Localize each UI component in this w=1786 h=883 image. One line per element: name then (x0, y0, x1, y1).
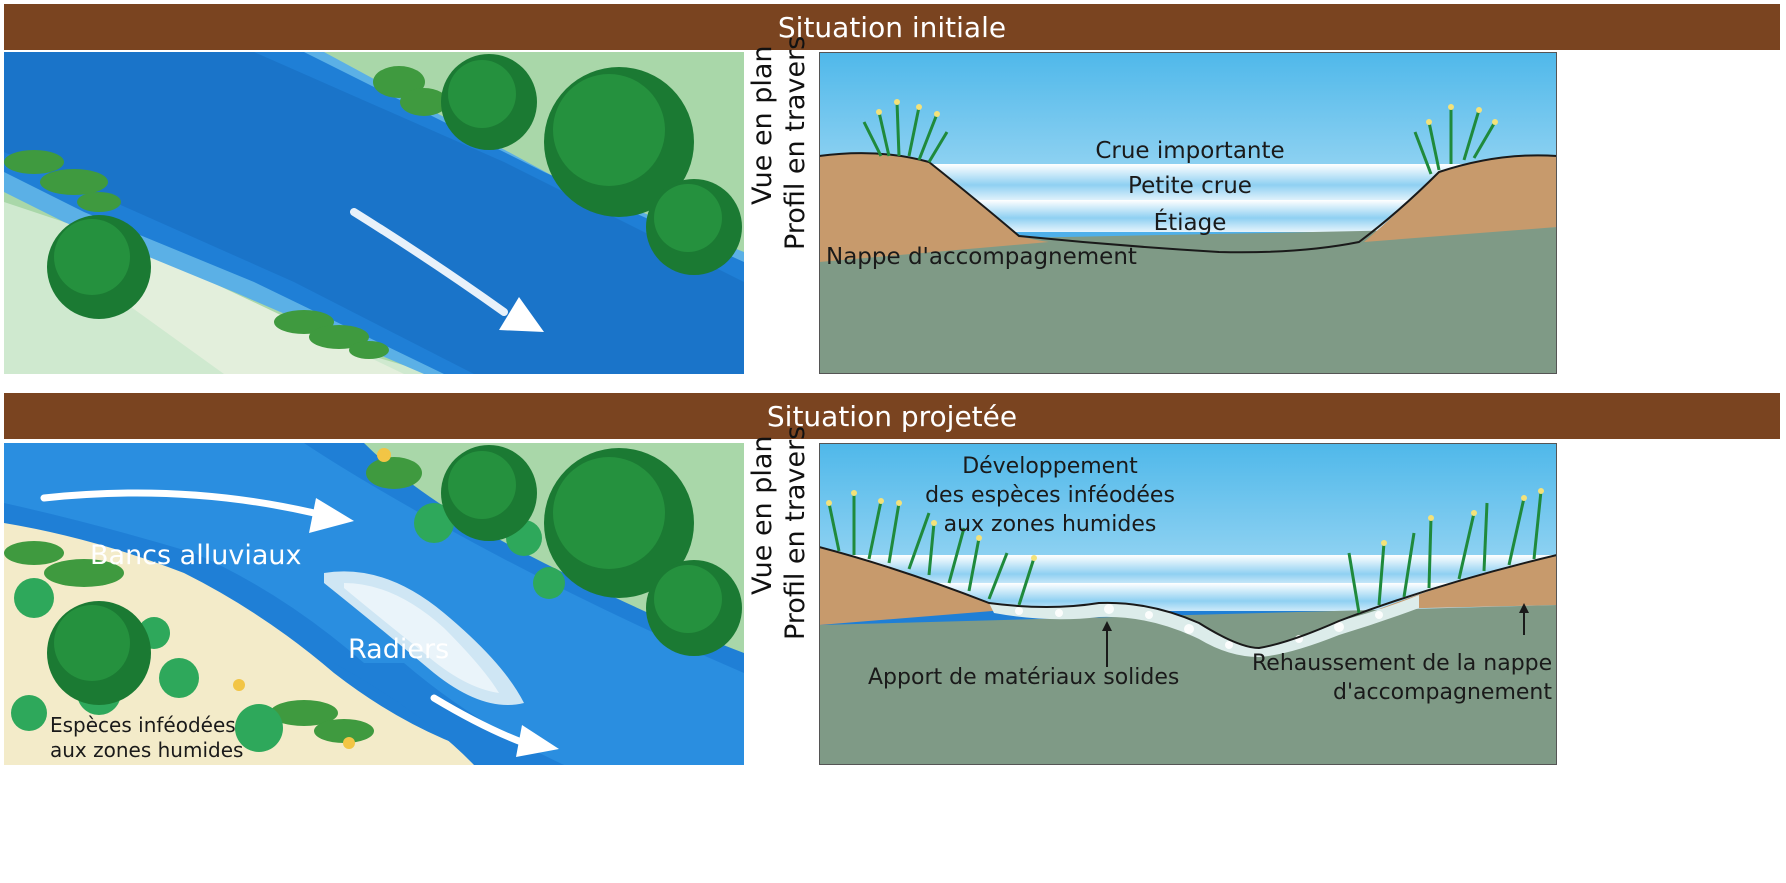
label-radiers: Radiers (348, 634, 450, 665)
label-rehauss-line2: d'accompagnement (1332, 680, 1552, 705)
banner-situation-initiale: Situation initiale (4, 4, 1780, 50)
plan-view-initial (4, 52, 744, 374)
label-rehauss-line1: Rehaussement de la nappe (1252, 651, 1553, 676)
profile-label: Profil en travers (780, 425, 811, 640)
profile-label: Profil en travers (780, 35, 811, 250)
plan-view-projected (4, 443, 744, 765)
profile-projected (819, 443, 1557, 765)
label-crue-importante: Crue importante (1095, 138, 1285, 164)
banner-title: Situation initiale (777, 10, 1007, 44)
label-petite-crue: Petite crue (1128, 173, 1252, 199)
label-dev-line1: Développement (962, 454, 1138, 479)
label-especes-line1: Espèces inféodées (50, 713, 236, 737)
label-apport: Apport de matériaux solides (868, 665, 1180, 690)
label-etiage: Étiage (1153, 210, 1227, 236)
label-bancs-alluviaux: Bancs alluviaux (90, 540, 302, 571)
label-nappe: Nappe d'accompagnement (826, 244, 1137, 270)
label-dev-line3: aux zones humides (943, 512, 1157, 537)
label-especes-line2: aux zones humides (50, 738, 244, 762)
plan-view-label: Vue en plan (747, 435, 778, 595)
label-dev-line2: des espèces inféodées (925, 483, 1175, 508)
profile-initial (819, 52, 1557, 374)
plan-view-label: Vue en plan (747, 45, 778, 205)
banner-situation-projetee: Situation projetée (4, 393, 1780, 439)
banner-title: Situation projetée (766, 399, 1018, 433)
